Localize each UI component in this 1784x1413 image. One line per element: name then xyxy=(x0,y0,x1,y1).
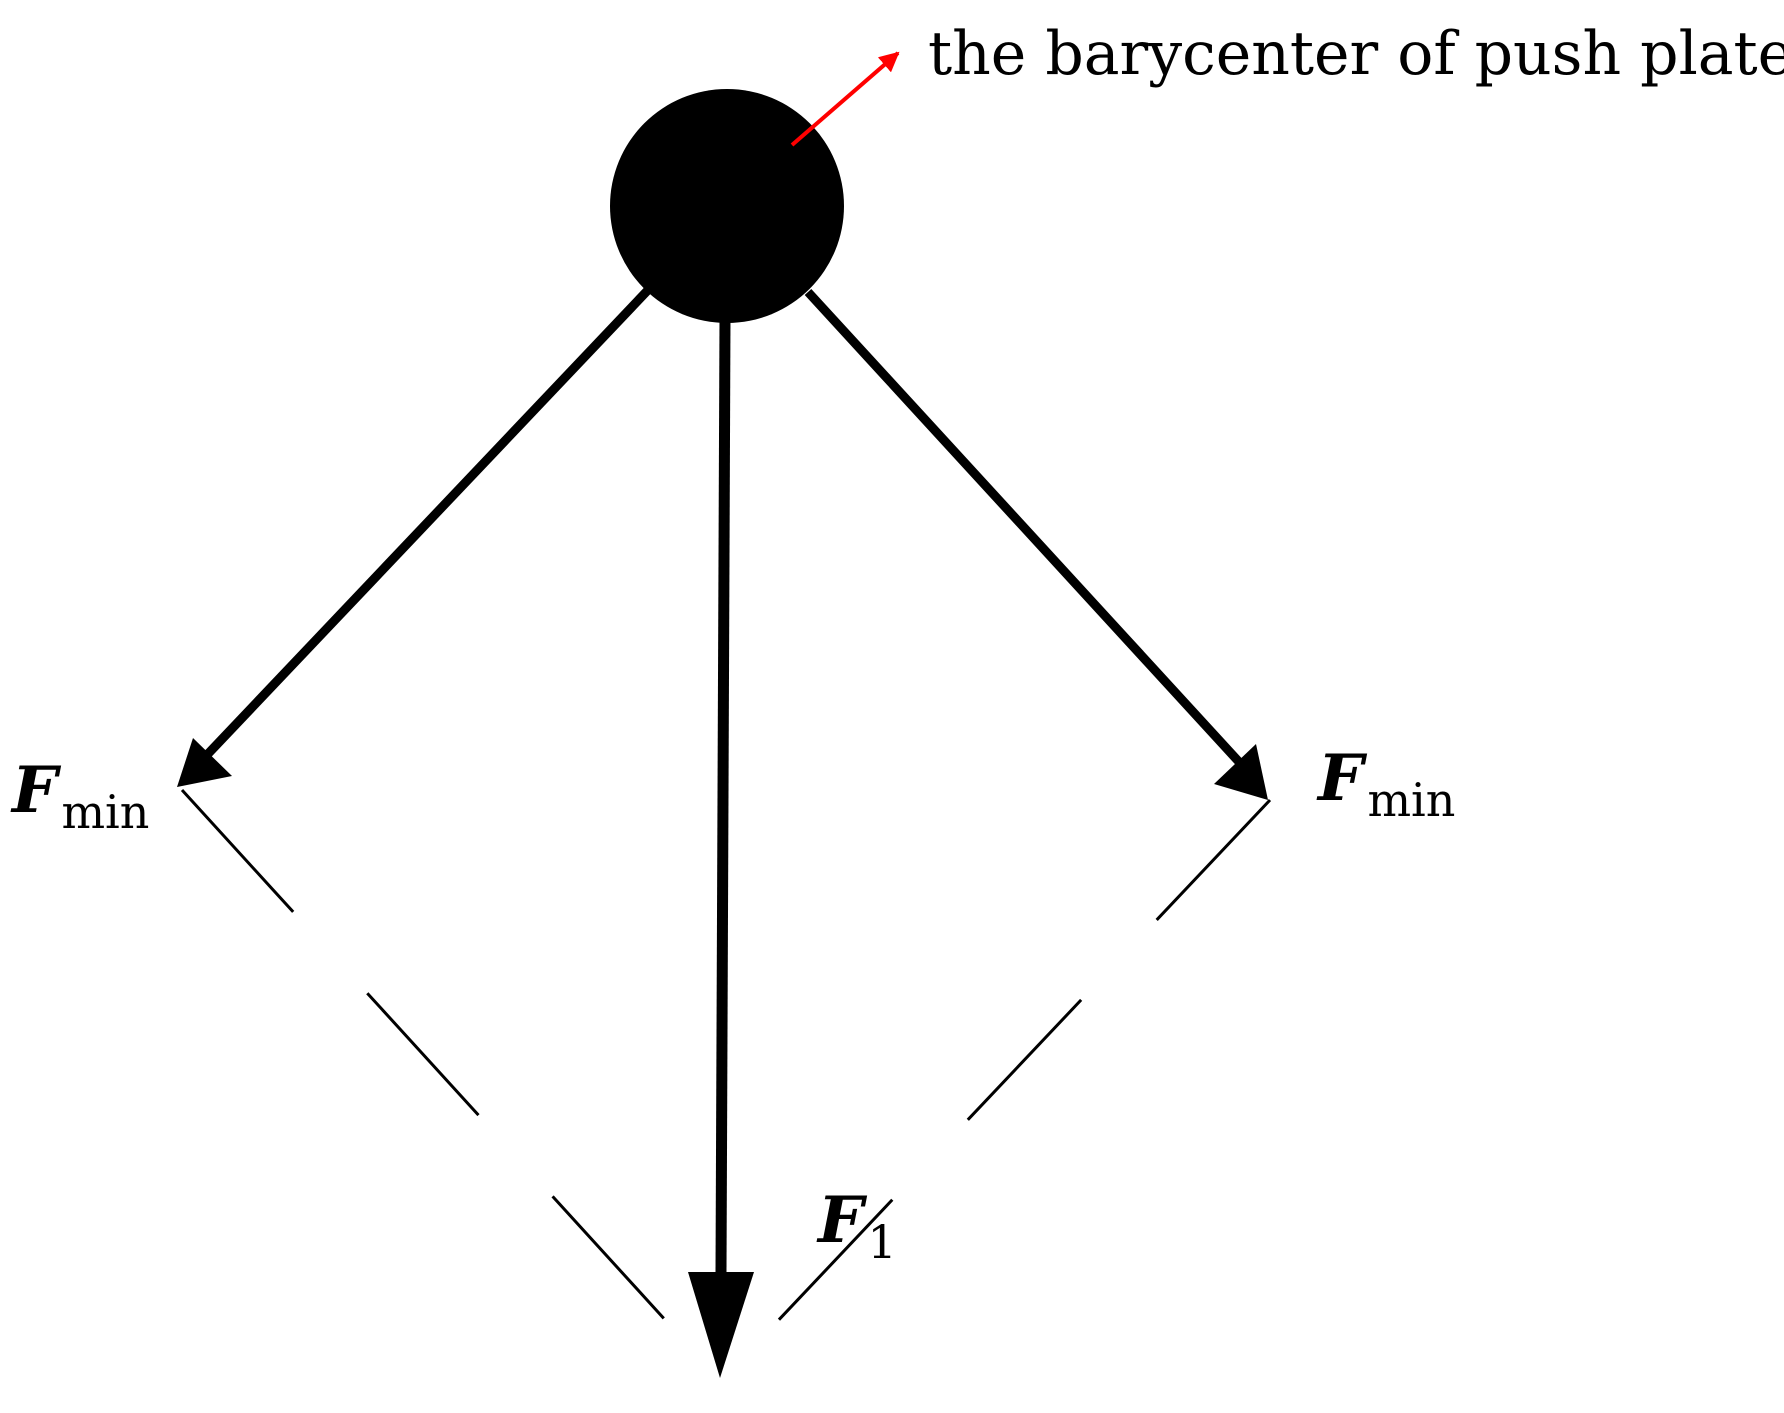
barycenter-caption: the barycenter of push plate xyxy=(928,19,1784,89)
left-construction-dashed-line xyxy=(180,788,722,1382)
resultant-force-arrowhead xyxy=(688,1272,754,1378)
left-force-symbol: F xyxy=(10,753,62,828)
resultant-force-subscript: 1 xyxy=(867,1215,896,1269)
right-force-vector xyxy=(804,288,1244,767)
resultant-force-symbol: F xyxy=(816,1183,868,1258)
center-force-vector xyxy=(715,317,731,1273)
right-construction-dashed-line xyxy=(720,798,1272,1382)
resultant-force-label: F1 xyxy=(816,1183,897,1269)
right-force-subscript: min xyxy=(1367,773,1455,827)
barycenter-dot xyxy=(610,89,844,323)
barycenter-pointer-arrow xyxy=(790,51,900,147)
right-force-symbol: F xyxy=(1316,741,1368,816)
left-force-arrowhead xyxy=(177,738,232,787)
right-force-arrowhead xyxy=(1214,744,1268,800)
right-force-label: Fmin xyxy=(1316,741,1455,827)
left-force-subscript: min xyxy=(61,785,149,839)
left-force-vector xyxy=(201,286,652,761)
left-force-label: Fmin xyxy=(10,753,149,839)
